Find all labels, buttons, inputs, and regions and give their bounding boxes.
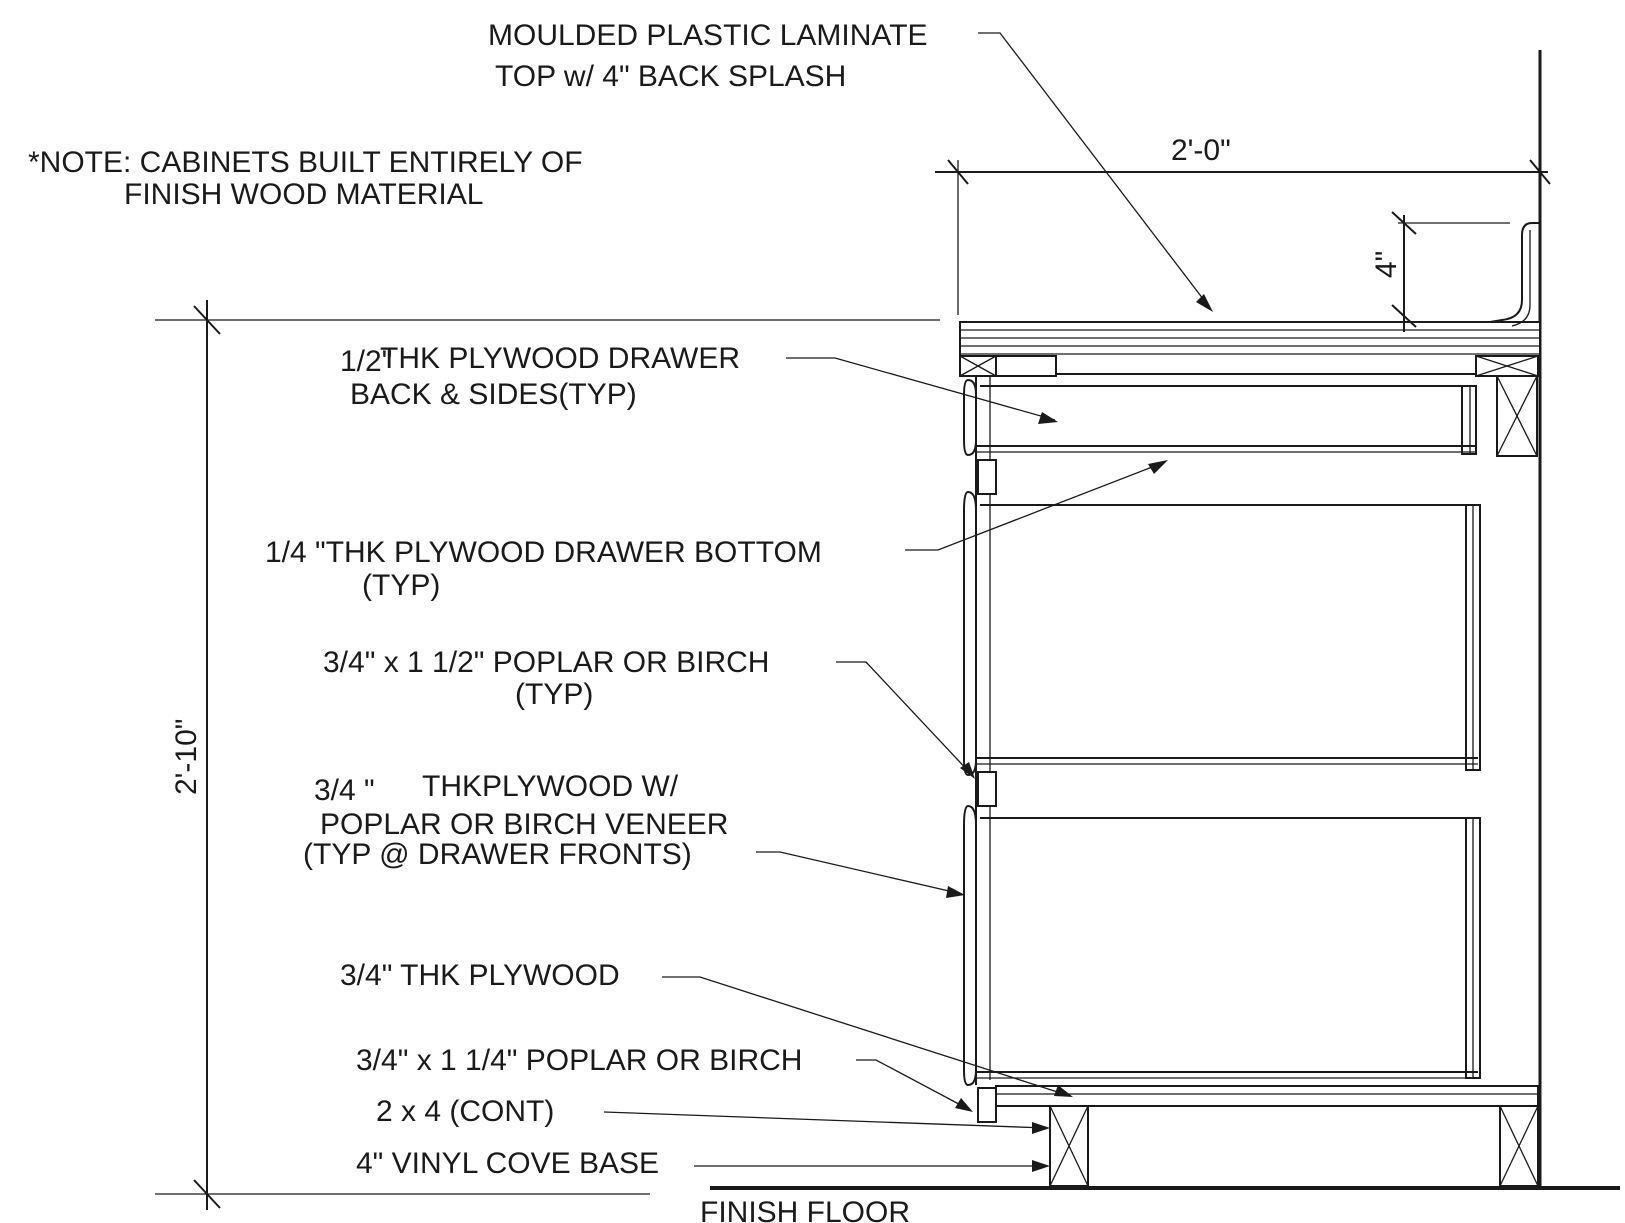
label-countertop: MOULDED PLASTIC LAMINATE TOP w/ 4" BACK …	[488, 19, 1213, 312]
rail-line-1: 3/4" x 1 1/2" POPLAR OR BIRCH	[323, 646, 769, 679]
rail-line-2: (TYP)	[515, 678, 593, 711]
note-line-1: *NOTE: CABINETS BUILT ENTIRELY OF	[28, 146, 583, 179]
two-by-four-text: 2 x 4 (CONT)	[376, 1095, 554, 1128]
label-drawer-back-sides: 1/2" THK PLYWOOD DRAWER BACK & SIDES(TYP…	[340, 342, 1058, 424]
drawer-bottom-line-1: 1/4 "THK PLYWOOD DRAWER BOTTOM	[265, 536, 822, 569]
note-line-2: FINISH WOOD MATERIAL	[124, 178, 483, 211]
height-dimension: 2'-10"	[155, 300, 940, 1210]
label-cove-base: 4" VINYL COVE BASE	[356, 1147, 1050, 1180]
drawer-bottom-line-2: (TYP)	[362, 569, 440, 602]
front-line-2: POPLAR OR BIRCH VENEER	[320, 808, 728, 841]
bottom-rail-text: 3/4" x 1 1/4" POPLAR OR BIRCH	[356, 1044, 802, 1077]
drawer-back-prefix: 1/2"	[340, 345, 392, 378]
finish-floor: FINISH FLOOR	[700, 1186, 1620, 1223]
backsplash	[1489, 222, 1540, 327]
label-rail: 3/4" x 1 1/2" POPLAR OR BIRCH (TYP)	[323, 646, 975, 779]
drawer-3	[963, 804, 1481, 1123]
bottom-plywood-text: 3/4" THK PLYWOOD	[340, 959, 620, 992]
front-line-3: (TYP @ DRAWER FRONTS)	[303, 838, 692, 871]
backsplash-dimension: 4"	[1370, 211, 1510, 332]
back-stile-block	[1496, 375, 1538, 457]
bottom-shelf	[995, 1085, 1539, 1107]
drawer-2	[963, 490, 1481, 807]
depth-dimension-text: 2'-0"	[1171, 134, 1231, 167]
general-note: *NOTE: CABINETS BUILT ENTIRELY OF FINISH…	[28, 146, 583, 211]
front-line-1a: 3/4 "	[314, 774, 375, 807]
backsplash-dimension-text: 4"	[1370, 251, 1403, 278]
label-two-by-four: 2 x 4 (CONT)	[376, 1095, 1050, 1134]
drawer-back-line-2: BACK & SIDES(TYP)	[350, 378, 637, 411]
cove-base-text: 4" VINYL COVE BASE	[356, 1147, 659, 1180]
front-line-1b: THKPLYWOOD W/	[422, 770, 679, 803]
depth-dimension: 2'-0"	[935, 134, 1551, 315]
toe-kick-2x4	[1049, 1105, 1539, 1187]
countertop-label-line-2: TOP w/ 4" BACK SPLASH	[495, 60, 846, 93]
label-bottom-plywood: 3/4" THK PLYWOOD	[340, 959, 1073, 1097]
height-dimension-text: 2'-10"	[170, 719, 203, 795]
subtop-frame	[959, 355, 1539, 1085]
label-bottom-rail: 3/4" x 1 1/4" POPLAR OR BIRCH	[356, 1044, 973, 1112]
label-drawer-fronts: 3/4 " THKPLYWOOD W/ POPLAR OR BIRCH VENE…	[303, 770, 965, 898]
countertop-label-line-1: MOULDED PLASTIC LAMINATE	[488, 19, 928, 52]
drawer-1	[963, 378, 1477, 495]
drawer-back-line-1: THK PLYWOOD DRAWER	[380, 342, 740, 375]
label-drawer-bottom: 1/4 "THK PLYWOOD DRAWER BOTTOM (TYP)	[265, 460, 1168, 602]
finish-floor-label: FINISH FLOOR	[700, 1196, 910, 1223]
